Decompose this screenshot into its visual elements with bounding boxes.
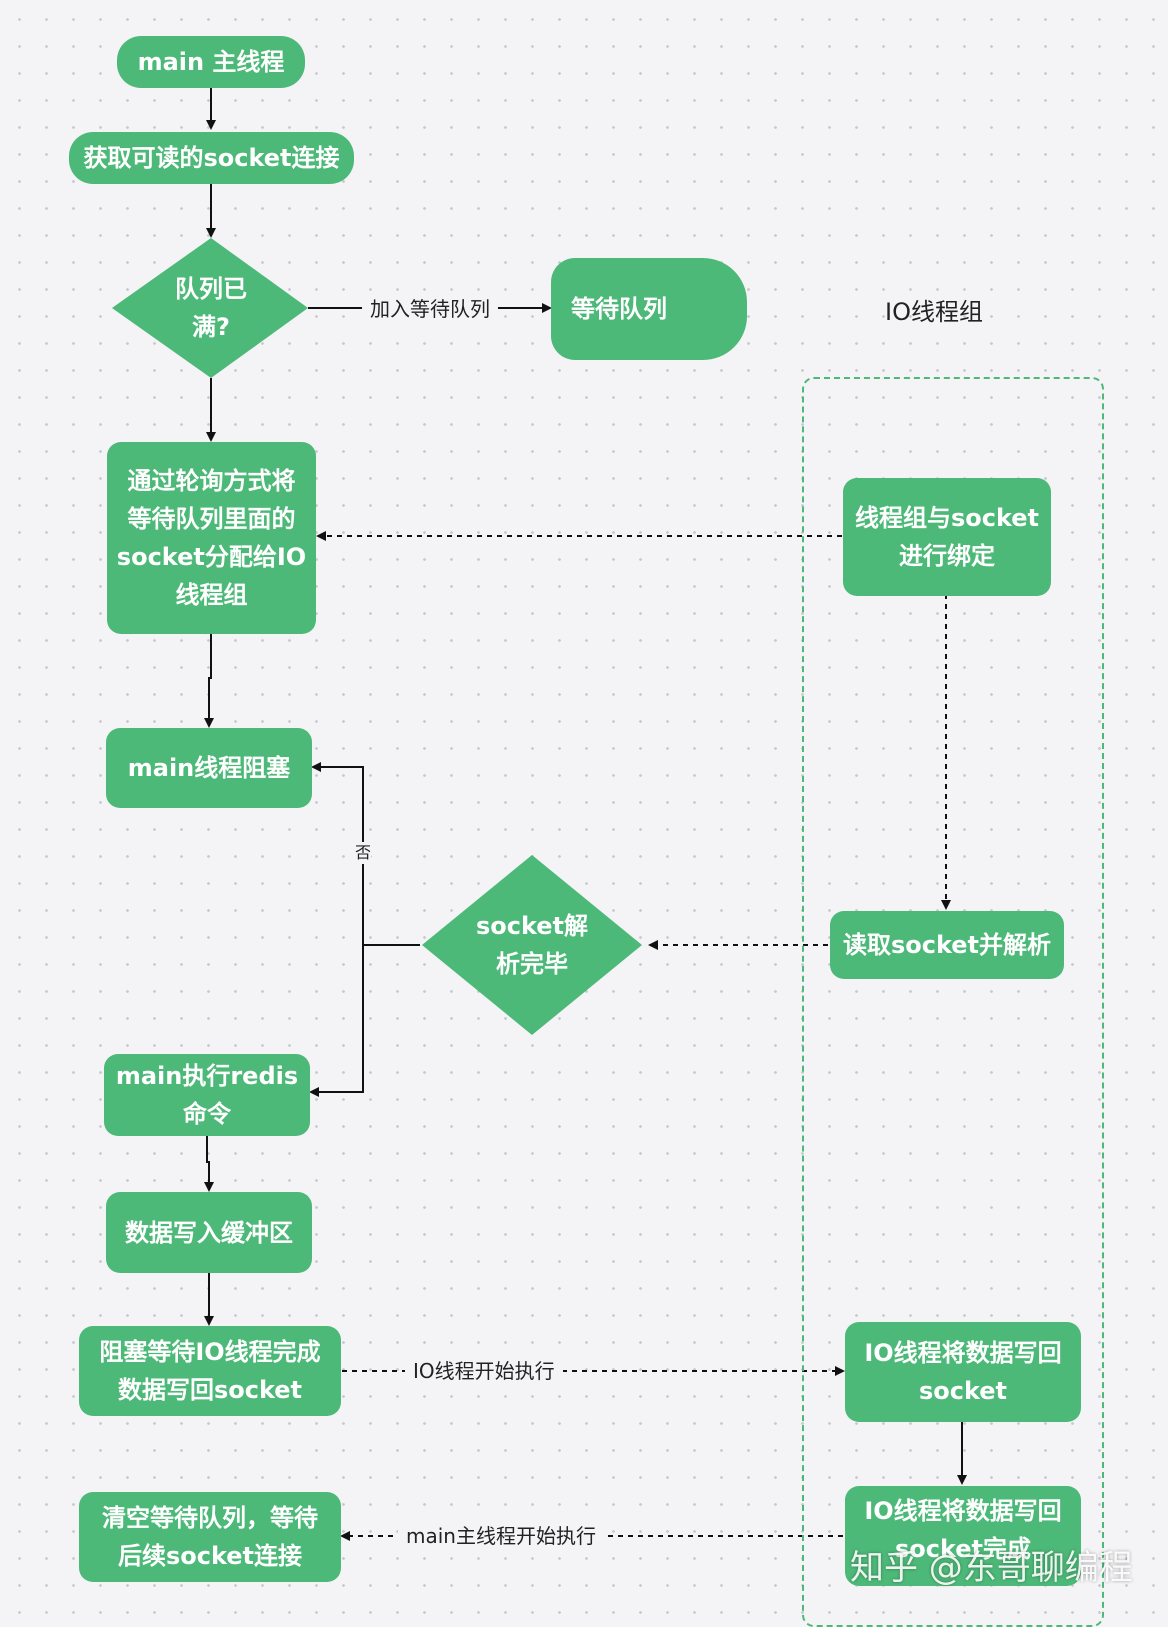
node-clear-queue[interactable]: 清空等待队列，等待 后续socket连接 (79, 1492, 341, 1582)
node-bind-socket[interactable]: 线程组与socket 进行绑定 (843, 478, 1051, 596)
node-wait-queue[interactable]: 等待队列 (551, 258, 747, 360)
edge-assign-to-block (204, 632, 214, 728)
edge-label-no: 否 (355, 842, 372, 864)
node-get-socket[interactable]: 获取可读的socket连接 (69, 132, 354, 184)
node-queue-full[interactable]: 队列已 满? (175, 275, 247, 341)
node-read-parse[interactable]: 读取socket并解析 (830, 911, 1064, 979)
node-assign-sockets[interactable]: 通过轮询方式将 等待队列里面的 socket分配给IO 线程组 (107, 442, 316, 634)
edge-label-join-queue: 加入等待队列 (362, 296, 498, 322)
io-group-title: IO线程组 (885, 298, 983, 326)
edge-label-io-start: IO线程开始执行 (405, 1358, 563, 1384)
edge-label-main-start: main主线程开始执行 (398, 1523, 604, 1549)
node-write-buffer[interactable]: 数据写入缓冲区 (106, 1192, 312, 1273)
node-wait-io-write[interactable]: 阻塞等待IO线程完成 数据写回socket (79, 1326, 341, 1416)
watermark-text: 知乎 @东哥聊编程 (850, 1548, 1133, 1588)
node-main-thread[interactable]: main 主线程 (117, 36, 305, 88)
node-main-block[interactable]: main线程阻塞 (106, 728, 312, 808)
edge-exec-to-buffer (204, 1134, 214, 1192)
node-io-write-back[interactable]: IO线程将数据写回 socket (845, 1322, 1081, 1422)
edge-parse-to-exec (309, 945, 364, 1097)
parse-done-diamond[interactable] (422, 855, 642, 1035)
node-io-write-done[interactable]: IO线程将数据写回 socket完成 (845, 1486, 1081, 1586)
node-exec-redis-command[interactable]: main执行redis 命令 (104, 1054, 310, 1136)
queue-full-diamond[interactable] (112, 238, 308, 378)
node-parse-done[interactable]: socket解 析完毕 (475, 912, 589, 978)
